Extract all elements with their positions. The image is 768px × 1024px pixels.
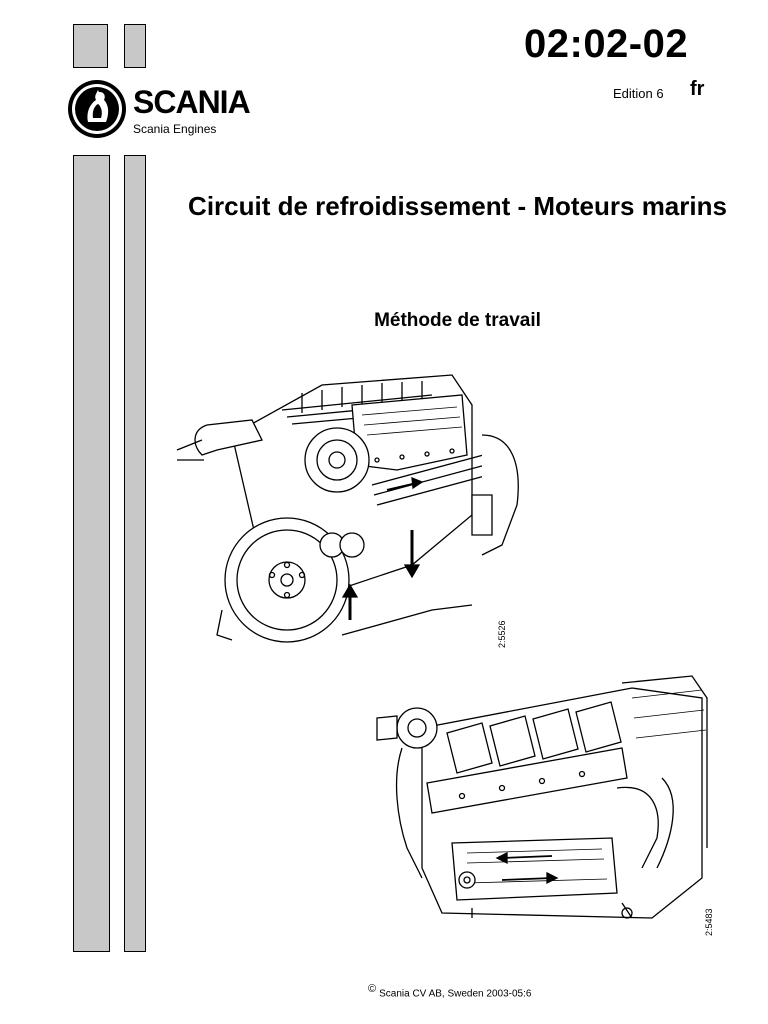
edition-label: Edition 6 bbox=[613, 86, 664, 101]
figure-code-2: 2:5483 bbox=[704, 908, 714, 936]
v8-engine-cooling-illustration bbox=[376, 675, 708, 919]
side-bar-right bbox=[124, 155, 146, 952]
copyright-text: Scania CV AB, Sweden 2003-05:6 bbox=[379, 988, 532, 1000]
top-tab-left bbox=[73, 24, 108, 68]
scania-griffin-logo-icon bbox=[68, 80, 126, 138]
brand-subtitle: Scania Engines bbox=[133, 122, 217, 136]
copyright-symbol: © bbox=[368, 983, 377, 995]
page-title: Circuit de refroidissement - Moteurs mar… bbox=[188, 191, 727, 221]
side-bar-left bbox=[73, 155, 110, 952]
marine-engine-illustration bbox=[176, 374, 519, 643]
top-tab-right bbox=[124, 24, 146, 68]
figure-code-1: 2:5526 bbox=[497, 620, 507, 648]
brand-name: SCANIA bbox=[133, 84, 251, 120]
copyright-notice: ©Scania CV AB, Sweden 2003-05:6 bbox=[368, 983, 531, 999]
page-subtitle: Méthode de travail bbox=[374, 310, 541, 331]
document-number: 02:02-02 bbox=[524, 22, 689, 66]
language-code: fr bbox=[690, 78, 705, 100]
